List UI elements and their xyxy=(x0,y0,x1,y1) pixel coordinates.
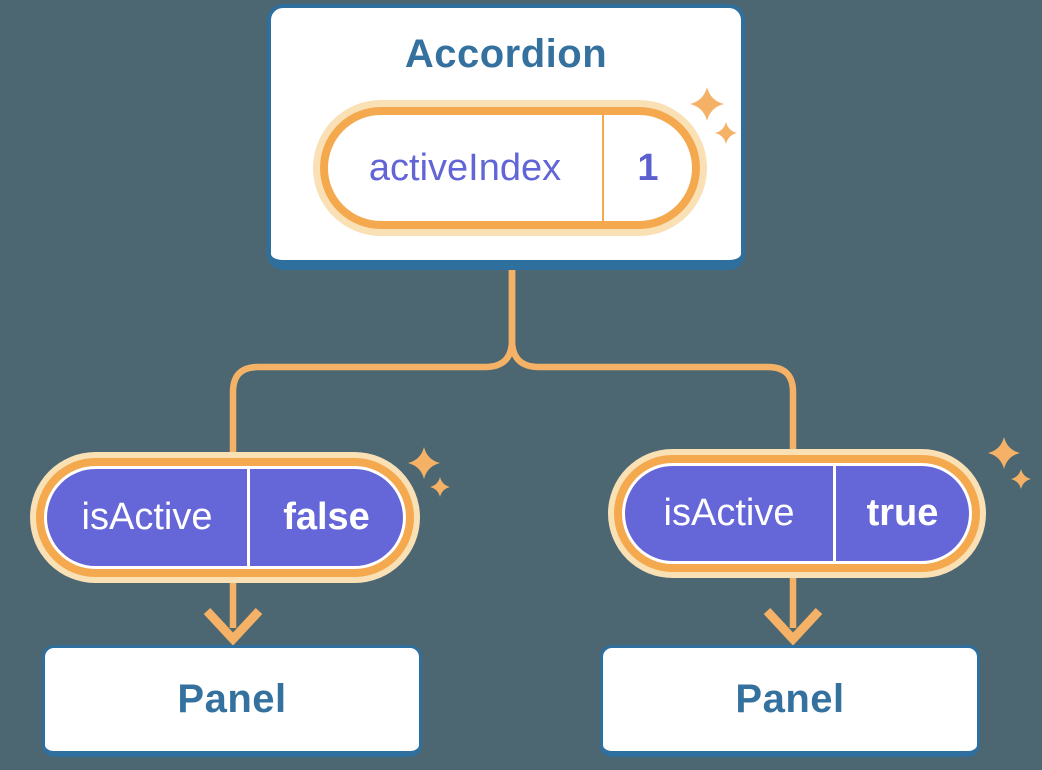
arrow-down-icon xyxy=(203,607,263,646)
pill-divider xyxy=(247,469,250,566)
panel-component-box: Panel xyxy=(600,645,980,757)
sparkle-icon xyxy=(430,477,450,497)
prop-name: isActive xyxy=(81,496,213,538)
panel-component-box: Panel xyxy=(42,645,422,757)
state-pill-active-index: activeIndex 1 xyxy=(313,100,707,236)
arrow-down-icon xyxy=(763,607,823,646)
prop-pill-isactive-false: isActive false xyxy=(30,452,420,583)
sparkle-icon xyxy=(988,437,1020,469)
pill-divider xyxy=(602,115,604,221)
prop-name: isActive xyxy=(663,492,795,534)
prop-value: true xyxy=(866,492,939,534)
panel-label: Panel xyxy=(177,677,287,721)
panel-label: Panel xyxy=(735,677,845,721)
state-name: activeIndex xyxy=(368,146,562,189)
tree-connector-left xyxy=(229,270,516,456)
pill-divider xyxy=(833,466,836,561)
tree-connector-right xyxy=(508,270,797,452)
prop-value: false xyxy=(283,496,370,538)
prop-pill-isactive-true: isActive true xyxy=(608,449,986,578)
state-value: 1 xyxy=(637,146,659,189)
sparkle-icon xyxy=(1011,469,1031,489)
accordion-component-box: Accordion activeIndex 1 xyxy=(267,4,745,270)
accordion-title: Accordion xyxy=(404,32,608,76)
